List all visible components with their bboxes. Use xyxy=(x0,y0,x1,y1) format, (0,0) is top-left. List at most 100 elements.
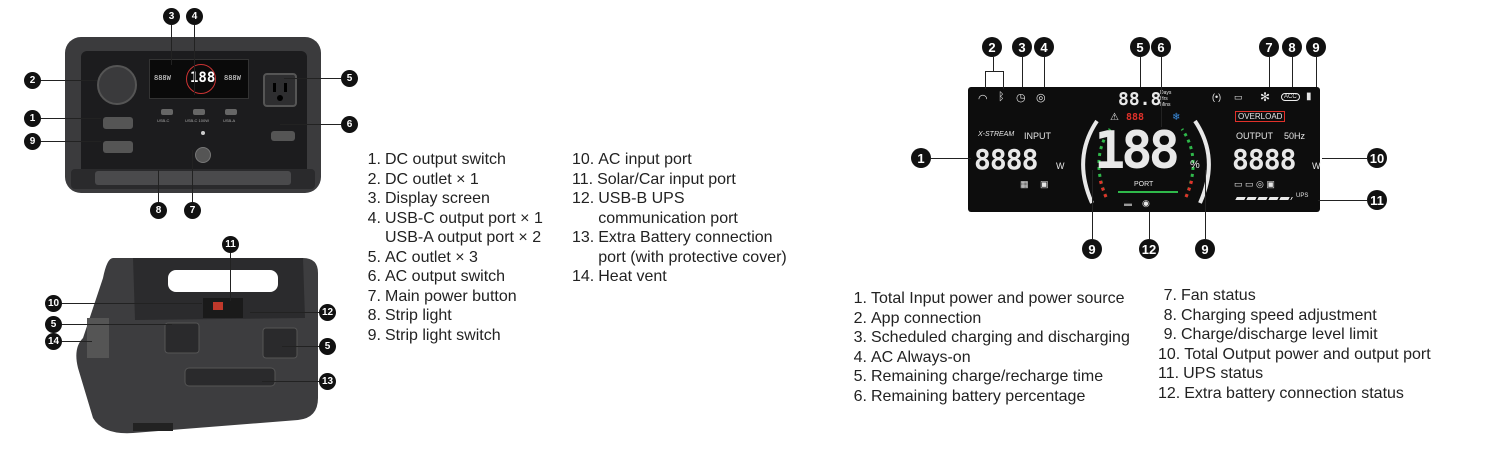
leader-line xyxy=(1318,200,1367,201)
leader-line xyxy=(931,158,971,159)
usb-c-port xyxy=(161,109,173,115)
legend-item: 13.Extra Battery connection port (with p… xyxy=(572,229,787,266)
callout-badge: 5 xyxy=(319,338,336,355)
callout-badge: 3 xyxy=(1012,37,1032,57)
battery-limit-icon: ▮ xyxy=(1306,91,1312,102)
legend-item: 11.UPS status xyxy=(1158,365,1264,382)
main-power-button xyxy=(195,147,211,163)
leader-line xyxy=(1003,71,1004,89)
callout-badge: 7 xyxy=(1259,37,1279,57)
dc-outlet xyxy=(97,65,137,105)
callout-badge: 6 xyxy=(1151,37,1171,57)
outlet-ground xyxy=(277,95,283,101)
callout-badge: 8 xyxy=(1282,37,1302,57)
leader-line xyxy=(171,25,172,65)
leader-line xyxy=(1022,57,1023,87)
callout-badge: 14 xyxy=(45,333,62,350)
leader-line xyxy=(262,381,319,382)
legend-item: 10.Total Output power and output port xyxy=(1158,345,1431,363)
ups-signal-icon: (•) xyxy=(1212,92,1222,102)
lcd-legend-list-1: 1.Total Input power and power source 2.A… xyxy=(848,289,1130,406)
percent-sign: % xyxy=(1190,159,1200,171)
callout-badge: 11 xyxy=(222,236,239,253)
car-input-icon: ▣ xyxy=(1040,179,1049,189)
legend-item: 11.Solar/Car input port xyxy=(572,170,736,188)
port-label-usb-a: USB-A xyxy=(223,118,236,123)
port-label-usb-c: USB-C xyxy=(157,118,170,123)
leader-line xyxy=(230,253,231,301)
outlet-slot-left xyxy=(273,83,276,92)
ups-bars xyxy=(1235,197,1293,200)
leader-line xyxy=(194,25,195,95)
callout-badge: 13 xyxy=(319,373,336,390)
usb-a-port xyxy=(225,109,237,115)
leader-line xyxy=(280,124,341,125)
battery-charge-icon: ▭ xyxy=(1234,92,1243,102)
frequency-label: 50Hz xyxy=(1284,131,1306,141)
device-legend-list-1: 1.DC output switch 2.DC outlet × 1 3.Dis… xyxy=(362,150,543,345)
output-port-icons: ▭ ▭ ◎ ▣ xyxy=(1234,179,1275,189)
legend-item: 5.AC outlet × 3 xyxy=(367,248,478,266)
leader-line xyxy=(1149,212,1150,239)
leader-line xyxy=(1205,170,1206,239)
leader-line xyxy=(250,312,319,313)
leader-line xyxy=(1092,170,1093,239)
leader-line xyxy=(1044,57,1045,87)
ups-label: UPS xyxy=(1296,193,1309,199)
screen-ring xyxy=(186,64,216,94)
time-unit-hrs: Hrs xyxy=(1160,96,1168,102)
callout-badge: 5 xyxy=(1130,37,1150,57)
port-bar xyxy=(1118,191,1178,193)
output-digits: 8888 xyxy=(1232,143,1296,176)
callout-badge: 12 xyxy=(319,304,336,321)
leader-line xyxy=(62,303,202,304)
leader-line xyxy=(41,80,97,81)
input-unit: W xyxy=(1056,161,1065,171)
leader-line xyxy=(62,324,172,325)
output-label: OUTPUT xyxy=(1236,131,1273,141)
callout-badge: 5 xyxy=(341,70,358,87)
leader-line xyxy=(1316,57,1317,87)
time-unit-days: Days xyxy=(1160,90,1172,96)
legend-item: 3.Display screen xyxy=(367,190,490,207)
leader-line xyxy=(1161,57,1162,127)
legend-item: 5.Remaining charge/recharge time xyxy=(853,368,1104,385)
solar-input-icon: ▦ xyxy=(1020,179,1029,189)
leader-line xyxy=(284,78,341,79)
legend-item: 6.Remaining battery percentage xyxy=(853,387,1086,405)
legend-item: 9.Charge/discharge level limit xyxy=(1163,326,1378,343)
callout-badge: 1 xyxy=(24,110,41,127)
extra-battery-icon: ▬ xyxy=(1124,199,1132,208)
callout-badge: 4 xyxy=(1034,37,1054,57)
output-unit: W xyxy=(1312,161,1321,171)
legend-item: 2.App connection xyxy=(853,309,982,327)
port-label: PORT xyxy=(1134,181,1154,188)
brand-logo: X-STREAM xyxy=(978,131,1015,138)
time-digits: 88.8 xyxy=(1118,89,1162,110)
leader-line xyxy=(158,170,159,202)
legend-item: 14.Heat vent xyxy=(572,268,667,285)
callout-badge: 9 xyxy=(1082,239,1102,259)
leader-line xyxy=(282,346,319,347)
callout-badge: 8 xyxy=(150,202,167,219)
dc-output-switch xyxy=(103,117,133,129)
fan-icon: ✻ xyxy=(1260,90,1271,104)
legend-item: 2.DC outlet × 1 xyxy=(367,170,479,188)
power-station-front: 888W 188 888W USB-C USB-C 100W USB-A xyxy=(65,37,321,193)
ac-always-on-icon: ◎ xyxy=(1036,92,1046,104)
screen-left-digits: 888W xyxy=(154,74,171,82)
overload-indicator: OVERLOAD xyxy=(1235,111,1286,122)
callout-badge: 2 xyxy=(24,72,41,89)
port-label-usb-c-100w: USB-C 100W xyxy=(185,118,210,123)
legend-item: 10.AC input port xyxy=(572,151,692,168)
bluetooth-icon: ᛒ xyxy=(998,91,1005,103)
outlet-slot-right xyxy=(284,83,287,92)
power-station-back xyxy=(76,258,318,434)
callout-badge: 9 xyxy=(1306,37,1326,57)
leader-line xyxy=(192,150,193,202)
clock-icon: ◷ xyxy=(1016,92,1026,104)
input-label: INPUT xyxy=(1024,131,1051,141)
thermometer-icon: ❄ xyxy=(1172,112,1181,123)
device-legend-list-2: 10.AC input port 11.Solar/Car input port… xyxy=(572,150,797,287)
leader-line xyxy=(1269,57,1270,87)
